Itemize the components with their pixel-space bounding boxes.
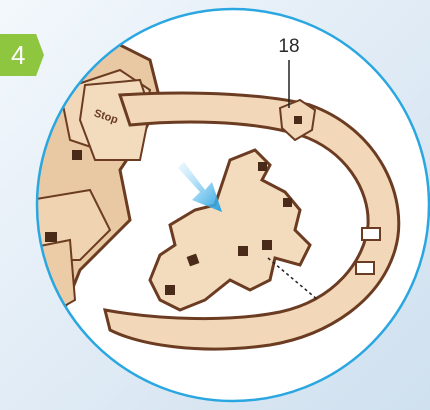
step-number-badge: 4: [0, 34, 44, 76]
circle-border: [35, 7, 430, 403]
sliding-piece: [148, 148, 312, 312]
part-number-label: 18: [278, 36, 300, 57]
guide-line: [267, 257, 319, 301]
direction-arrow: [178, 162, 222, 212]
part-18: [278, 98, 317, 142]
d-frame-part: [102, 91, 401, 351]
